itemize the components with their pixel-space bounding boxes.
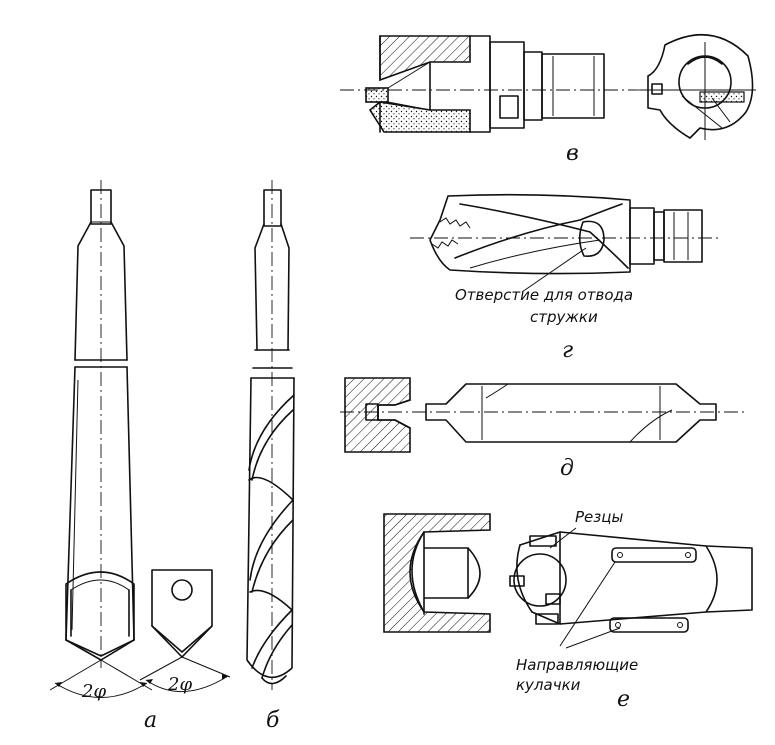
label-a: а	[144, 708, 157, 733]
counterbore-with-inserts	[340, 33, 756, 140]
label-v: в	[566, 141, 579, 166]
label-b: б	[266, 708, 280, 733]
callout-cutters: Резцы	[575, 508, 623, 526]
twist-drill	[246, 180, 295, 690]
helical-counterbore	[410, 193, 720, 293]
spade-drill	[49, 180, 153, 698]
angle-label-a: 2φ	[81, 681, 106, 702]
callout-chip-hole-1: Отверстие для отвода	[455, 286, 633, 304]
label-g: г	[562, 338, 573, 363]
spade-insert	[139, 569, 231, 692]
label-d: д	[560, 456, 574, 481]
callout-guide-jaws-2: кулачки	[516, 676, 581, 694]
center-drill	[340, 377, 744, 453]
angle-label-insert: 2φ	[167, 674, 192, 695]
callout-chip-hole-2: стружки	[530, 308, 598, 326]
label-e: е	[617, 687, 630, 712]
callout-guide-jaws-1: Направляющие	[516, 656, 638, 674]
reaming-tool-with-guides	[383, 513, 753, 649]
